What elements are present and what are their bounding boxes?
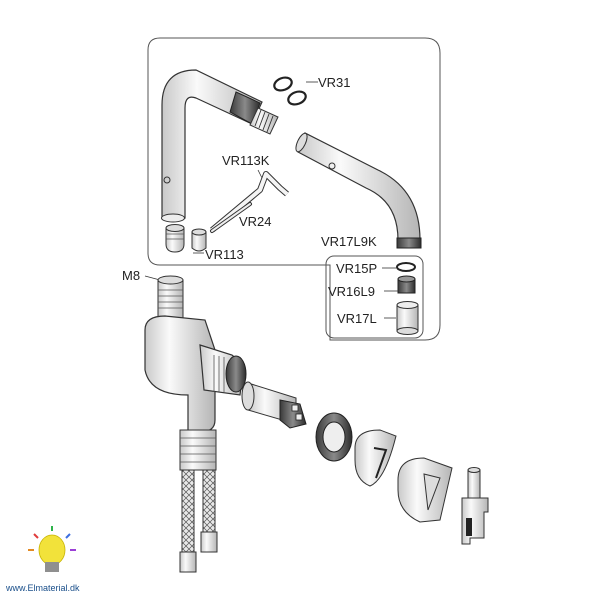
handle-lever — [461, 467, 489, 545]
fitting-vr113 — [165, 224, 207, 253]
callout-frame — [147, 37, 441, 341]
lightbulb-logo — [28, 526, 76, 572]
tool-vr24 — [210, 202, 252, 233]
allen-key — [210, 169, 289, 233]
label-vr15p: VR15P — [336, 261, 378, 276]
label-vr113: VR113 — [205, 247, 244, 262]
label-vr24: VR24 — [239, 214, 272, 229]
spout-connector — [249, 107, 279, 135]
label-m8: M8 — [122, 268, 141, 283]
label-vr31: VR31 — [318, 75, 351, 90]
m8-leader — [144, 275, 161, 281]
hose-left — [179, 469, 197, 573]
o-ring-1 — [273, 76, 293, 92]
handle-cap — [397, 457, 453, 523]
locking-nut — [315, 412, 353, 462]
faucet-body — [144, 315, 247, 471]
aerator-vr16l9 — [397, 275, 416, 294]
handle-sleeve — [354, 429, 397, 487]
label-vr16l9: VR16L9 — [328, 284, 375, 299]
label-vr17l9k: VR17L9K — [321, 234, 377, 249]
label-vr17l: VR17L — [337, 311, 377, 326]
cartridge — [241, 381, 307, 429]
watermark: www.Elmaterial.dk — [6, 583, 80, 593]
label-vr113k: VR113K — [222, 153, 270, 168]
aerator-sleeve-vr17l — [396, 301, 419, 335]
hose-right — [200, 469, 218, 553]
aerator-callout-box — [325, 255, 424, 339]
m8-stud — [157, 275, 184, 321]
washer-vr15p — [396, 262, 416, 272]
o-ring-2 — [287, 90, 307, 106]
spout-lower-section — [295, 132, 422, 249]
